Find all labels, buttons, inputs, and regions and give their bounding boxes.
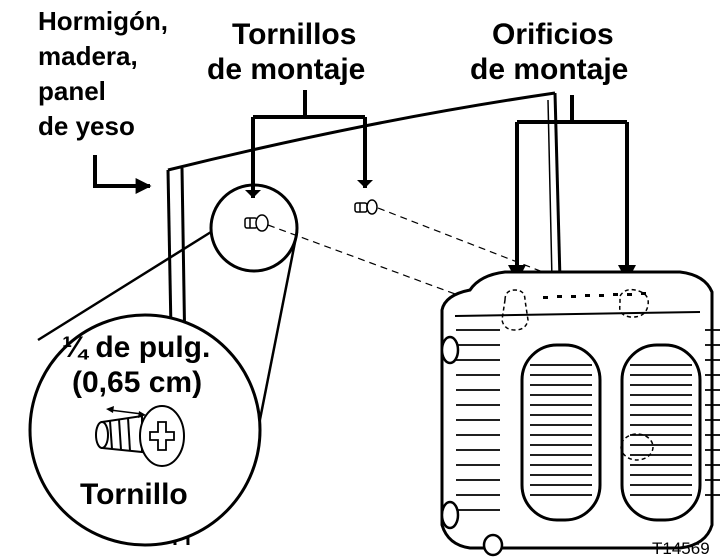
wall-screw-left bbox=[244, 214, 269, 232]
screw-caption: Tornillo bbox=[80, 478, 188, 511]
enlarged-screw bbox=[95, 405, 185, 467]
surface-label-line3: panel bbox=[38, 76, 106, 106]
vent-left bbox=[520, 343, 602, 522]
screws-label-line2: de montaje bbox=[207, 53, 366, 86]
size-label-line1: ¼ de pulg. bbox=[62, 331, 211, 364]
surface-label-line4: de yeso bbox=[38, 111, 135, 141]
surface-arrow bbox=[93, 155, 152, 194]
holes-label-line1: Orificios bbox=[492, 18, 614, 51]
vent-right bbox=[620, 343, 702, 522]
holes-bracket-arrows bbox=[515, 95, 629, 270]
screws-bracket-arrows bbox=[251, 90, 367, 198]
dimension-arrow bbox=[109, 409, 143, 415]
wall-screw-right bbox=[354, 199, 378, 215]
magnifier-source-circle bbox=[209, 183, 299, 273]
screws-label-line1: Tornillos bbox=[232, 18, 357, 51]
surface-label-line2: madera, bbox=[38, 41, 138, 71]
surface-label-line1: Hormigón, bbox=[38, 6, 168, 36]
figure-id: T14569 bbox=[652, 539, 710, 558]
size-label-line2: (0,65 cm) bbox=[72, 366, 203, 399]
holes-label-line2: de montaje bbox=[470, 53, 629, 86]
mounting-holes bbox=[501, 288, 654, 461]
